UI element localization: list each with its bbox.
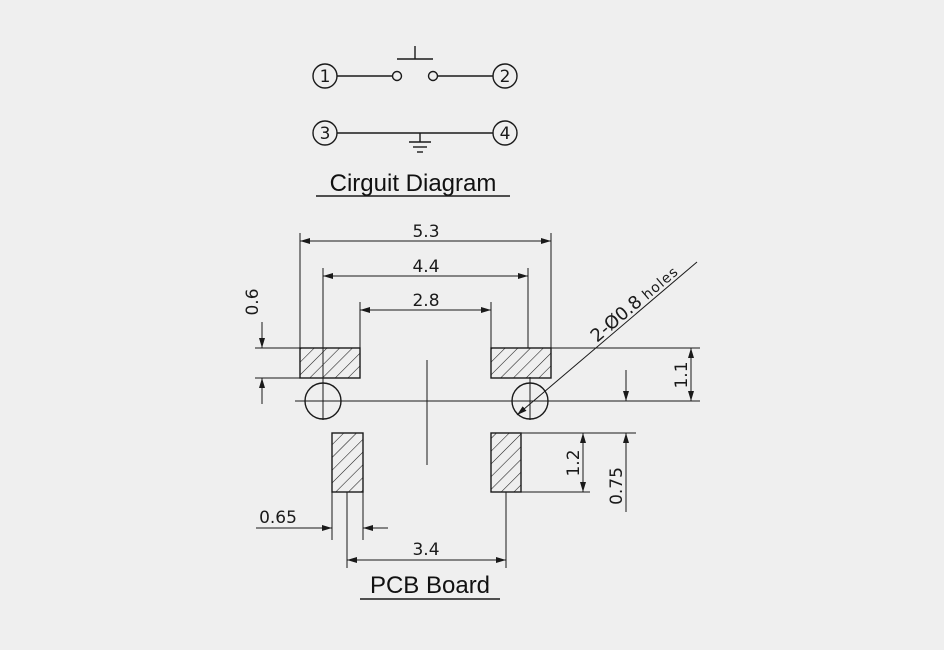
pad-bottom-right — [490, 432, 522, 493]
circuit-diagram-title: Cirguit Diagram — [330, 170, 497, 197]
ground-icon — [409, 133, 431, 153]
dim-lower-pad-width: 0.65 — [259, 508, 297, 528]
pad-bottom-left — [331, 432, 364, 493]
pad-top-right — [490, 347, 552, 379]
pad-top-left — [299, 347, 361, 379]
hole-callout: 2-Ø0.8 holes — [587, 264, 682, 347]
switch-contact-left — [391, 70, 403, 82]
hole-callout-text: 2-Ø0.8 — [587, 291, 647, 346]
dim-hole-to-pad: 0.75 — [607, 467, 627, 505]
hole-callout-suffix: holes — [639, 264, 682, 304]
dim-pad-span: 4.4 — [412, 257, 439, 277]
dim-lower-pad-length: 1.2 — [564, 449, 584, 476]
dim-pad-height: 0.6 — [243, 288, 263, 315]
dim-pad-to-hole: 1.1 — [672, 361, 692, 388]
pin-2-label: 2 — [500, 67, 511, 87]
dim-overall-width: 5.3 — [412, 222, 439, 242]
circuit-diagram: 1 2 3 4 Cirguit Diagram — [312, 46, 518, 197]
pin-4-label: 4 — [500, 124, 511, 144]
dim-inner-gap: 2.8 — [412, 291, 439, 311]
hole-callout-leader — [516, 261, 698, 416]
pcb-board-title: PCB Board — [370, 572, 490, 599]
pin-3-label: 3 — [320, 124, 331, 144]
dim-lower-pad-spacing: 3.4 — [412, 540, 439, 560]
switch-contact-right — [427, 70, 439, 82]
pin-1-label: 1 — [320, 67, 331, 87]
pcb-drawing: 5.3 4.4 2.8 0.6 1.1 1.2 0.75 0.65 — [243, 222, 700, 600]
